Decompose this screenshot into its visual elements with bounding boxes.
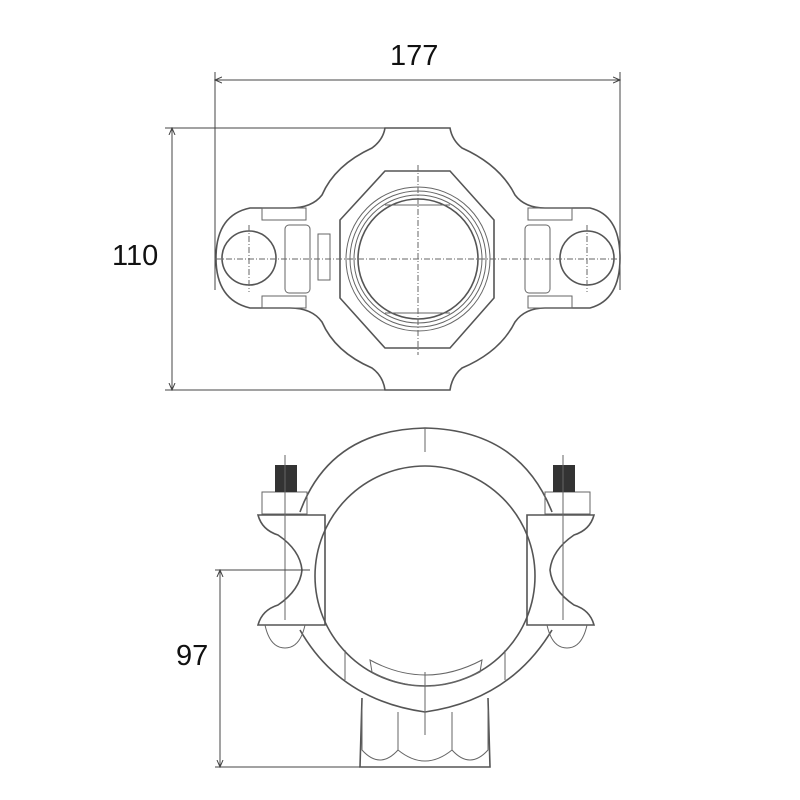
front-view-clamp bbox=[256, 427, 596, 768]
width-dimension-label: 177 bbox=[390, 40, 439, 72]
height-dimension-label: 110 bbox=[112, 240, 159, 272]
front-view-dimensions bbox=[215, 570, 360, 767]
right-bolt-thread-icon bbox=[553, 465, 575, 492]
top-view-saddle bbox=[215, 127, 621, 391]
left-bolt-thread-icon bbox=[275, 465, 297, 492]
top-view-dimensions bbox=[165, 72, 620, 390]
front-height-dimension-label: 97 bbox=[176, 640, 209, 672]
